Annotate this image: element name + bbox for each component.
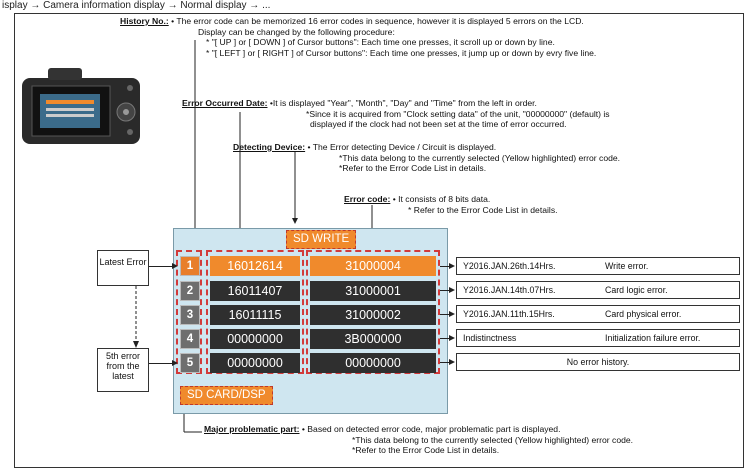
row-code: 00000000 — [310, 353, 436, 373]
row-date: 00000000 — [210, 329, 300, 349]
major-line-1: • Based on detected error code, major pr… — [301, 424, 561, 434]
major-line-3: *Refer to the Error Code List in details… — [352, 445, 500, 456]
result-date: Y2016.JAN.14th.07Hrs. — [463, 285, 556, 295]
history-line-4: * "[ LEFT ] or [ RIGHT ] of Cursor butto… — [206, 47, 597, 58]
major-label: Major problematic part: — [204, 424, 300, 434]
row-code: 3B000000 — [310, 329, 436, 349]
date-label: Error Occurred Date: — [182, 98, 268, 108]
row-date: 16012614 — [210, 256, 300, 276]
arrow-head — [449, 359, 455, 365]
arrow-head — [449, 311, 455, 317]
history-line-1: • The error code can be memorized 16 err… — [171, 16, 584, 26]
arrow-line — [149, 266, 173, 267]
code-dashbox — [306, 250, 440, 374]
result-row: Y2016.JAN.14th.07Hrs. Card logic error. — [456, 281, 740, 299]
date-line-1: •It is displayed "Year", "Month", "Day" … — [269, 98, 537, 108]
date-line-3: displayed if the clock had not been set … — [310, 119, 567, 130]
header-breadcrumb: isplay → Camera information display → No… — [2, 0, 271, 11]
history-label: History No.: — [120, 16, 169, 26]
code-note: Error code: • It consists of 8 bits data… — [344, 194, 558, 215]
result-row: Y2016.JAN.11th.15Hrs. Card physical erro… — [456, 305, 740, 323]
history-note: History No.: • The error code can be mem… — [120, 16, 596, 58]
camera-image — [22, 68, 140, 144]
history-line-2: Display can be changed by the following … — [198, 26, 395, 37]
result-message: Card logic error. — [605, 285, 668, 295]
row-number: 3 — [180, 305, 200, 325]
row-number: 1 — [180, 256, 200, 276]
result-date: Y2016.JAN.11th.15Hrs. — [463, 309, 555, 319]
diagram-frame — [14, 13, 744, 468]
arrow-line — [149, 363, 173, 364]
arrow-line — [440, 362, 450, 363]
latest-error-label: Latest Error — [97, 250, 149, 286]
result-row: Y2016.JAN.26th.14Hrs. Write error. — [456, 257, 740, 275]
arrow-line — [440, 314, 450, 315]
device-line-3: *Refer to the Error Code List in details… — [339, 163, 487, 174]
arrow-head — [172, 263, 178, 269]
result-message: Write error. — [605, 261, 649, 271]
row-number: 2 — [180, 281, 200, 301]
result-date: Y2016.JAN.26th.14Hrs. — [463, 261, 556, 271]
major-line-2: *This data belong to the currently selec… — [352, 434, 634, 445]
date-note: Error Occurred Date: •It is displayed "Y… — [182, 98, 610, 130]
date-dashbox — [206, 250, 304, 374]
result-message: No error history. — [566, 357, 630, 367]
code-label: Error code: — [344, 194, 391, 204]
device-line-1: • The Error detecting Device / Circuit i… — [307, 142, 497, 152]
device-line-2: *This data belong to the currently selec… — [339, 152, 621, 163]
arrow-line — [440, 290, 450, 291]
device-label: Detecting Device: — [233, 142, 306, 152]
arrow-head — [449, 287, 455, 293]
code-line-2: * Refer to the Error Code List in detail… — [408, 204, 558, 215]
arrow-head — [449, 335, 455, 341]
history-line-3: * "[ UP ] or [ DOWN ] of Cursor buttons"… — [206, 37, 555, 48]
arrow-head — [172, 360, 178, 366]
part-tag: SD CARD/DSP — [180, 386, 273, 405]
result-message: Card physical error. — [605, 309, 682, 319]
arrow-line — [440, 266, 450, 267]
result-message: Initialization failure error. — [605, 333, 701, 343]
history-no-dashbox — [176, 250, 202, 374]
row-code: 31000002 — [310, 305, 436, 325]
row-number: 4 — [180, 329, 200, 349]
fifth-error-label: 5th error from the latest — [97, 348, 149, 392]
row-code: 31000004 — [310, 256, 436, 276]
arrow-head — [449, 263, 455, 269]
date-line-2: *Since it is acquired from "Clock settin… — [306, 108, 610, 119]
result-row: Indistinctness Initialization failure er… — [456, 329, 740, 347]
row-code: 31000001 — [310, 281, 436, 301]
row-date: 16011115 — [210, 305, 300, 325]
code-line-1: • It consists of 8 bits data. — [392, 194, 491, 204]
result-date: Indistinctness — [463, 333, 517, 343]
row-date: 16011407 — [210, 281, 300, 301]
arrow-line — [440, 338, 450, 339]
device-note: Detecting Device: • The Error detecting … — [233, 142, 620, 174]
result-row: No error history. — [456, 353, 740, 371]
major-note: Major problematic part: • Based on detec… — [204, 424, 633, 456]
row-date: 00000000 — [210, 353, 300, 373]
row-number: 5 — [180, 353, 200, 373]
device-tag: SD WRITE — [286, 230, 357, 249]
